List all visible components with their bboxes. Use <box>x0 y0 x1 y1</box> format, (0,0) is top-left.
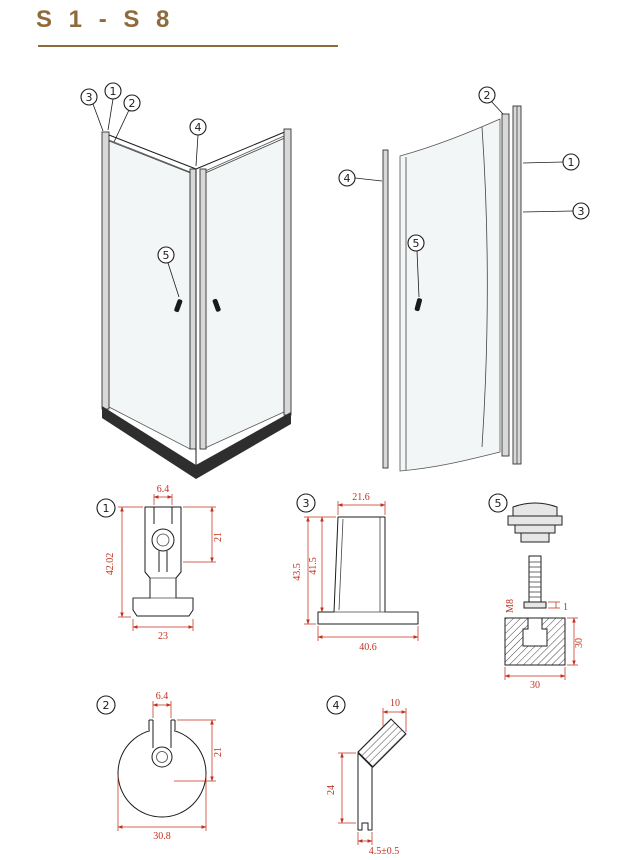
callout-1-number: 1 <box>110 85 117 98</box>
dim-label: 24 <box>326 785 337 795</box>
callout-2b: 2 <box>478 86 496 104</box>
profile-3-section: 3 21.6 43.5 41.5 40.6 <box>292 492 419 653</box>
callout-1b-number: 1 <box>568 156 575 169</box>
svg-text:5: 5 <box>495 497 502 510</box>
callout-2-number: 2 <box>129 97 136 110</box>
callout-1: 1 <box>104 82 122 100</box>
title-underline <box>38 45 338 47</box>
dim-label: 6.4 <box>156 691 169 702</box>
profile-1-label: 1 <box>96 498 116 518</box>
callout-2: 2 <box>123 94 141 112</box>
drawing-corner-enclosure: 3 1 2 4 5 <box>80 82 292 479</box>
door-edge-profile <box>501 113 510 457</box>
callout-4: 4 <box>189 118 207 136</box>
right-wall-profile <box>283 128 292 416</box>
callout-4b: 4 <box>338 169 356 187</box>
callout-3b: 3 <box>572 202 590 220</box>
left-seal-strip <box>382 149 389 469</box>
svg-text:3: 3 <box>303 497 310 510</box>
knob-disc-2 <box>514 524 556 534</box>
callout-1b: 1 <box>562 153 580 171</box>
callout-4-number: 4 <box>195 121 202 134</box>
callout-3: 3 <box>80 88 98 106</box>
knob-screw <box>528 555 542 603</box>
dim-label: 21 <box>213 747 224 757</box>
profile-2-section: 2 6.4 21 30.8 <box>96 691 224 842</box>
dim-label: 23 <box>158 631 168 642</box>
mount-base-slot <box>522 617 548 647</box>
page-title: S 1 - S 8 <box>36 6 175 33</box>
callout-5b-number: 5 <box>413 237 420 250</box>
dim-label: 10 <box>390 698 400 709</box>
base-tray-left <box>102 406 196 479</box>
callout-2b-number: 2 <box>484 89 491 102</box>
dim-label: 43.5 <box>292 563 303 581</box>
dim-label: 21.6 <box>352 492 370 503</box>
profile-5-section: 5 M8 1 30 <box>488 493 585 691</box>
dim-label: 1 <box>563 602 568 613</box>
knob-disc-1 <box>507 515 563 526</box>
profile-4-body <box>357 752 373 831</box>
profile-1-section: 1 6.4 21 42.02 <box>96 484 224 642</box>
profile-3-outline <box>317 516 419 625</box>
curved-door-handle[interactable] <box>414 298 423 312</box>
right-door-stile <box>199 168 207 450</box>
curved-glass-panel <box>399 118 501 472</box>
callout-5-number: 5 <box>163 249 170 262</box>
profile-1-outline <box>132 506 194 617</box>
left-door-stile <box>189 168 197 450</box>
dim-label: 6.4 <box>157 484 170 495</box>
callout-5: 5 <box>157 246 175 264</box>
svg-text:4: 4 <box>333 699 340 712</box>
callout-3b-number: 3 <box>578 205 585 218</box>
right-door-handle[interactable] <box>212 298 221 312</box>
knob-neck <box>520 532 550 543</box>
profile-2-label: 2 <box>96 695 116 715</box>
knob-cap[interactable] <box>512 502 558 517</box>
callout-5b: 5 <box>407 234 425 252</box>
right-glass-panel <box>202 135 285 450</box>
dim-label: 42.02 <box>105 553 116 576</box>
profile-4-section: 4 10 24 4.5±0.5 <box>326 695 407 857</box>
profile-5-label: 5 <box>488 493 508 513</box>
dim-label: 30 <box>530 680 540 691</box>
dim-label: 4.5±0.5 <box>369 846 400 857</box>
dim-label: 41.5 <box>308 557 319 575</box>
callout-3-number: 3 <box>86 91 93 104</box>
dim-label: 40.6 <box>359 642 377 653</box>
svg-text:2: 2 <box>103 699 110 712</box>
profile-4-label: 4 <box>326 695 346 715</box>
left-wall-profile <box>101 131 110 410</box>
left-door-handle[interactable] <box>174 299 183 313</box>
dim-label: 30.8 <box>153 831 171 842</box>
screw-threads <box>529 561 541 598</box>
callout-4b-number: 4 <box>344 172 351 185</box>
profile-3-label: 3 <box>296 493 316 513</box>
dim-label: 21 <box>213 532 224 542</box>
drawing-curved-door: 2 4 1 3 5 <box>338 86 590 472</box>
knob-washer <box>523 601 547 609</box>
base-tray-right <box>196 412 291 479</box>
dim-label: M8 <box>505 599 516 613</box>
profile-4-magnet <box>357 718 407 768</box>
profile-2-tube <box>117 728 207 818</box>
svg-text:1: 1 <box>103 502 110 515</box>
dim-label: 30 <box>574 638 585 648</box>
